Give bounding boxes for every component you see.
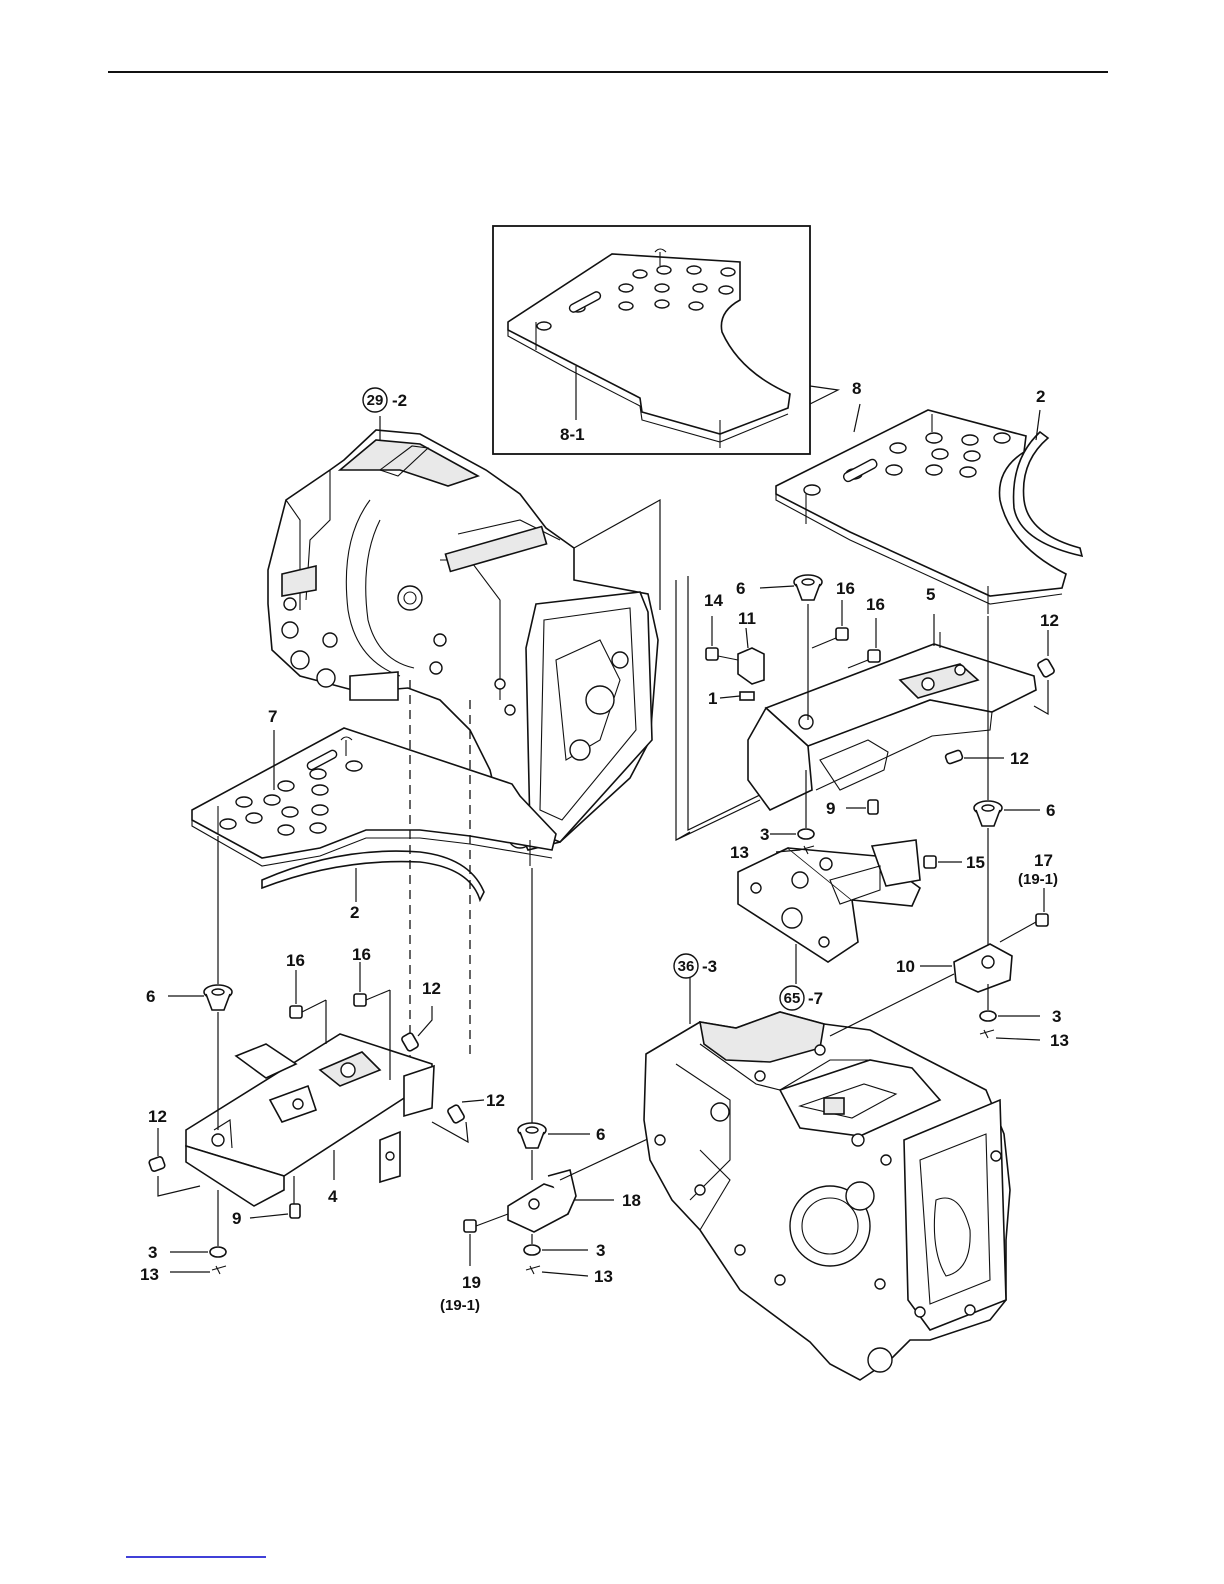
right-step-bracket: 5 — [748, 585, 1036, 810]
label-2-upper: 2 — [1036, 387, 1045, 406]
label-12-left: 12 — [148, 1107, 167, 1126]
label-16-c: 16 — [286, 951, 305, 970]
label-3-center: 3 — [596, 1241, 605, 1260]
label-13-right: 13 — [1050, 1031, 1069, 1050]
label-19-1-upper: (19-1) — [1018, 871, 1058, 888]
label-16-a: 16 — [836, 579, 855, 598]
label-14: 14 — [704, 591, 723, 610]
ref-36-number: 36 — [678, 958, 695, 975]
label-12-lower-a: 12 — [422, 979, 441, 998]
label-13-center: 13 — [594, 1267, 613, 1286]
label-7: 7 — [268, 707, 277, 726]
label-18: 18 — [622, 1191, 641, 1210]
ref-36-suffix: -3 — [702, 957, 717, 976]
label-19-1-lower: (19-1) — [440, 1297, 480, 1314]
upper-right-small-parts: 6 16 16 14 11 1 12 — [704, 575, 1069, 1050]
label-10: 10 — [896, 957, 915, 976]
label-8: 8 — [852, 379, 861, 398]
label-12-upper: 12 — [1040, 611, 1059, 630]
label-2-left: 2 — [350, 903, 359, 922]
lower-right-bracket: 65 -7 — [738, 840, 920, 1010]
center-small-parts: 6 18 19 (19-1) 3 13 — [440, 868, 654, 1314]
label-3-left: 3 — [148, 1243, 157, 1262]
left-step-bracket: 4 — [186, 1034, 434, 1206]
label-13-left: 13 — [140, 1265, 159, 1284]
label-6-left: 6 — [146, 987, 155, 1006]
label-17: 17 — [1034, 851, 1053, 870]
inset-box: 8-1 8 — [493, 226, 861, 454]
label-6-center: 6 — [596, 1125, 605, 1144]
ref-29-suffix: -2 — [392, 391, 407, 410]
label-3-upper: 3 — [760, 825, 769, 844]
label-8-1: 8-1 — [560, 425, 585, 444]
label-6-right: 6 — [1046, 801, 1055, 820]
label-1: 1 — [708, 689, 717, 708]
label-5: 5 — [926, 585, 935, 604]
ref-65-suffix: -7 — [808, 989, 823, 1008]
label-9-upper: 9 — [826, 799, 835, 818]
label-16-b: 16 — [866, 595, 885, 614]
label-4: 4 — [328, 1187, 338, 1206]
label-11: 11 — [738, 609, 756, 628]
rear-axle-case: 36 -3 — [644, 954, 1010, 1380]
label-6-upper: 6 — [736, 579, 745, 598]
label-12-lower-b: 12 — [486, 1091, 505, 1110]
label-9-lower: 9 — [232, 1209, 241, 1228]
label-19: 19 — [462, 1273, 481, 1292]
label-12-mid: 12 — [1010, 749, 1029, 768]
ref-29-number: 29 — [367, 392, 384, 409]
label-3-right: 3 — [1052, 1007, 1061, 1026]
label-16-d: 16 — [352, 945, 371, 964]
label-13-upper: 13 — [730, 843, 749, 862]
label-15: 15 — [966, 853, 985, 872]
ref-65-number: 65 — [784, 990, 801, 1007]
